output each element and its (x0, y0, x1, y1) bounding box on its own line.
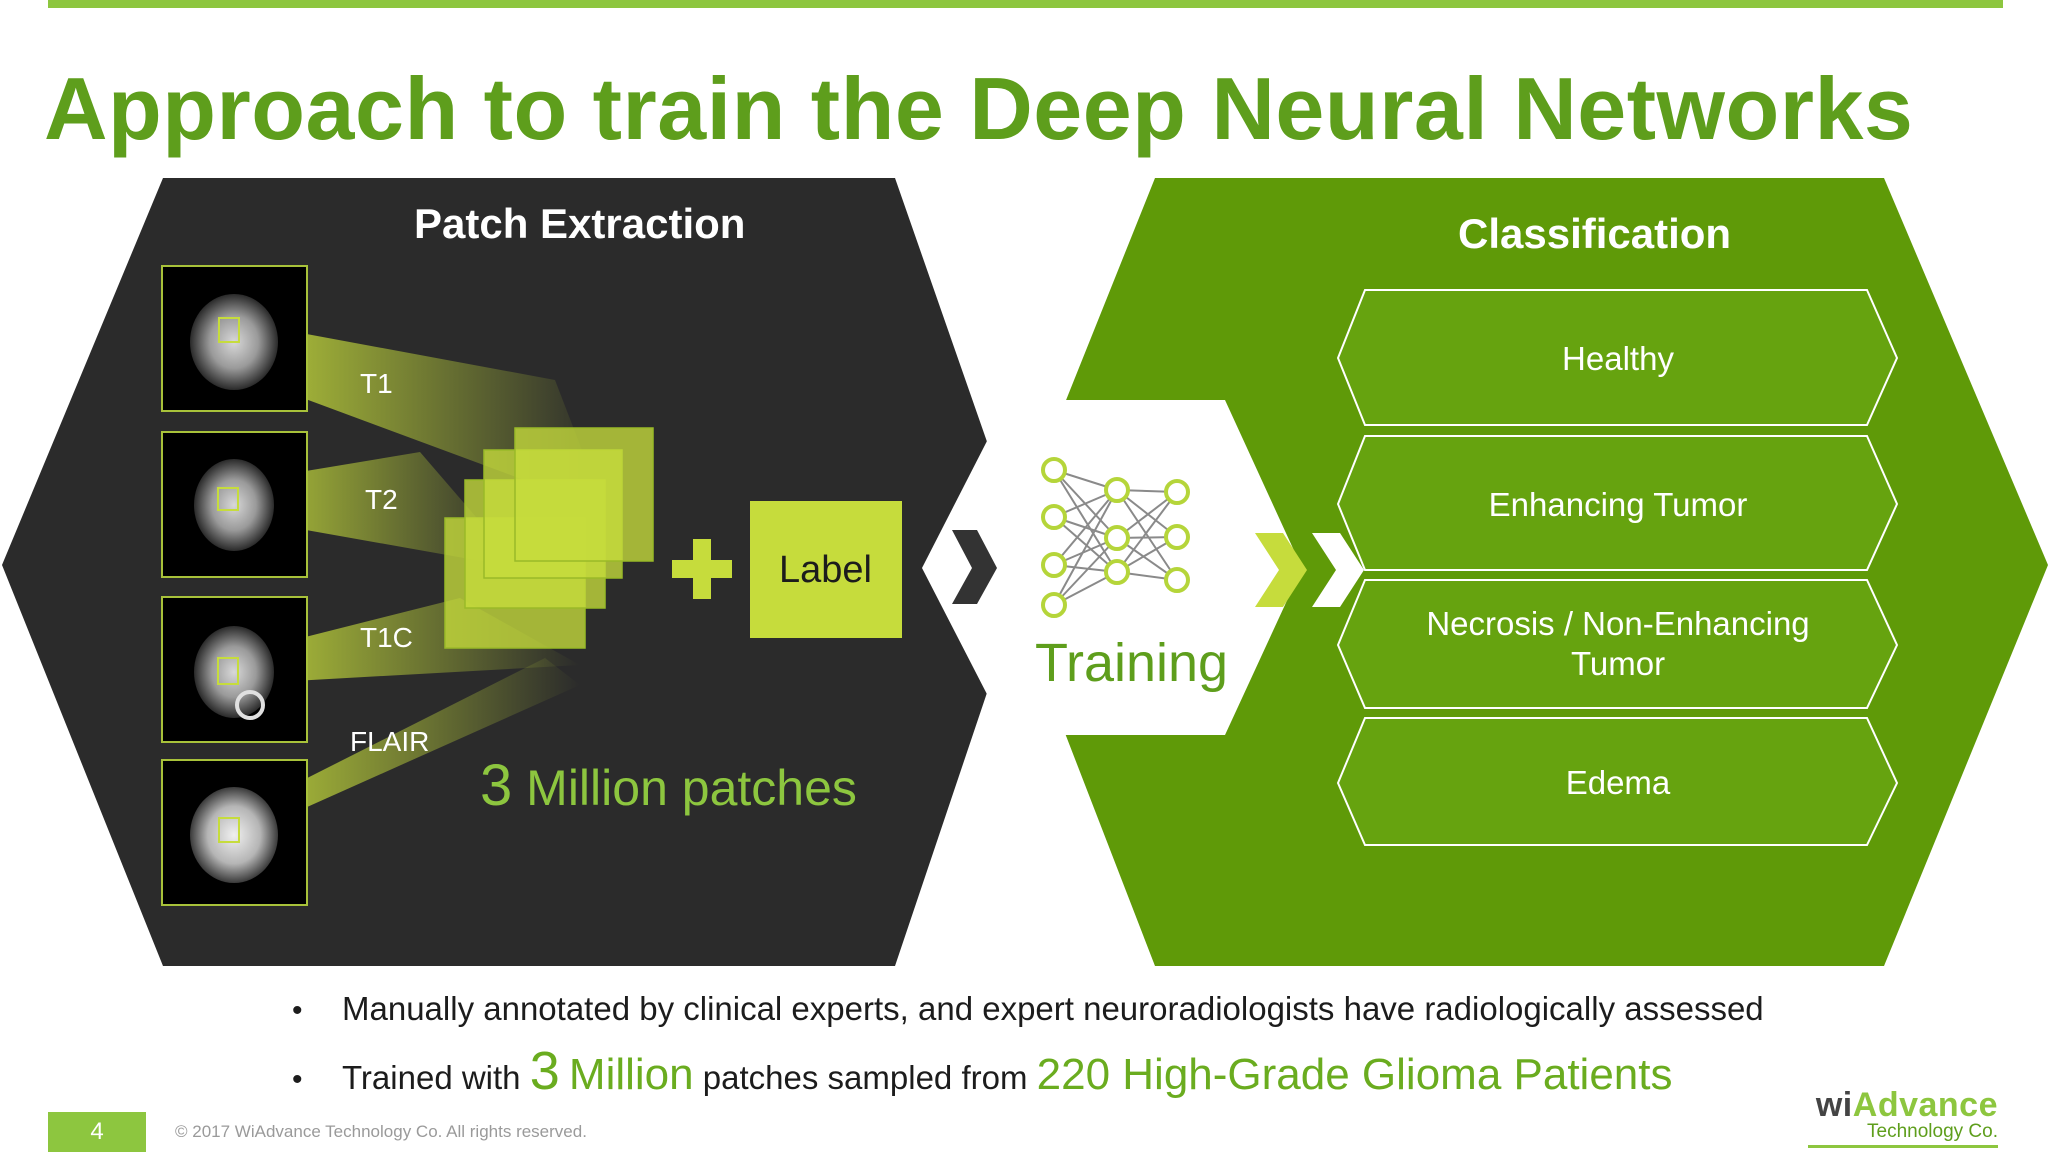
bullet-highlight-number: 3 (529, 1041, 560, 1101)
modality-label-t1: T1 (360, 368, 393, 399)
patches-count-number: 3 (480, 753, 513, 818)
plus-icon (672, 539, 732, 599)
logo-advance: Advance (1852, 1086, 1998, 1124)
mri-t1 (161, 265, 308, 412)
bullet-item-1: • Manually annotated by clinical experts… (292, 990, 1764, 1028)
modality-label-t2: T2 (365, 484, 398, 515)
class-necrosis-label-2: Tumor (1570, 645, 1666, 682)
class-healthy-label: Healthy (1562, 340, 1674, 377)
class-enhancing-tumor: Enhancing Tumor (1368, 485, 1868, 525)
class-hex-healthy (1336, 289, 1899, 426)
class-healthy: Healthy (1368, 339, 1868, 379)
bullet-highlight-million: Million (568, 1050, 694, 1099)
patches-count-text: Million patches (526, 760, 857, 816)
label-box-text: Label (779, 549, 872, 591)
mri-flair (161, 759, 308, 906)
logo-wordmark: wiAdvance (1808, 1086, 1998, 1125)
class-enhancing-label: Enhancing Tumor (1488, 486, 1748, 523)
page-number: 4 (48, 1112, 146, 1152)
logo-wi: wi (1815, 1086, 1853, 1124)
modality-label-flair: FLAIR (350, 726, 430, 757)
bullet-text-2-pre: Trained with (342, 1059, 521, 1096)
class-edema: Edema (1368, 763, 1868, 803)
classification-title: Classification (1458, 210, 1732, 257)
neural-network-icon (1041, 457, 1190, 618)
class-hex-necrosis (1336, 579, 1899, 709)
label-box (750, 501, 902, 638)
class-hex-edema (1336, 717, 1899, 846)
class-necrosis-label-1: Necrosis / Non-Enhancing (1426, 605, 1810, 642)
double-chevron-right-icon (1255, 533, 1364, 607)
brain-mri-icon (194, 626, 274, 718)
patch-extraction-title: Patch Extraction (414, 200, 746, 247)
logo-subtitle: Technology Co. (1867, 1121, 1998, 1142)
bullet-dot: • (292, 1063, 303, 1096)
patch-stack (444, 427, 654, 649)
training-label: Training (1035, 633, 1229, 693)
top-accent-bar (48, 0, 2003, 8)
mri-t1c (161, 596, 308, 743)
bullet-list: • Manually annotated by clinical experts… (292, 990, 1764, 1102)
logo-underline (1808, 1145, 1998, 1148)
class-edema-label: Edema (1565, 764, 1671, 801)
beam-flair (220, 658, 580, 845)
mri-t2 (161, 431, 308, 578)
modality-label-t1c: T1C (360, 622, 413, 653)
class-hex-enhancing (1336, 435, 1899, 571)
chevron-right-icon (952, 530, 997, 604)
slide-title: Approach to train the Deep Neural Networ… (44, 59, 1914, 158)
bullet-text-2-mid: patches sampled from (702, 1059, 1028, 1096)
patches-count: 3 Million patches (480, 752, 857, 819)
copyright: © 2017 WiAdvance Technology Co. All righ… (175, 1122, 587, 1141)
bullet-item-2: • Trained with 3 Million patches sampled… (292, 1040, 1764, 1102)
company-logo: wiAdvance Technology Co. (1808, 1086, 1998, 1148)
bullet-dot: • (292, 994, 303, 1027)
brain-mri-icon (194, 459, 274, 551)
bullet-highlight-patients: 220 High-Grade Glioma Patients (1036, 1050, 1673, 1099)
brain-mri-icon (190, 787, 278, 883)
bullet-text-1: Manually annotated by clinical experts, … (342, 990, 1764, 1027)
class-necrosis: Necrosis / Non-Enhancing Tumor (1368, 604, 1868, 684)
